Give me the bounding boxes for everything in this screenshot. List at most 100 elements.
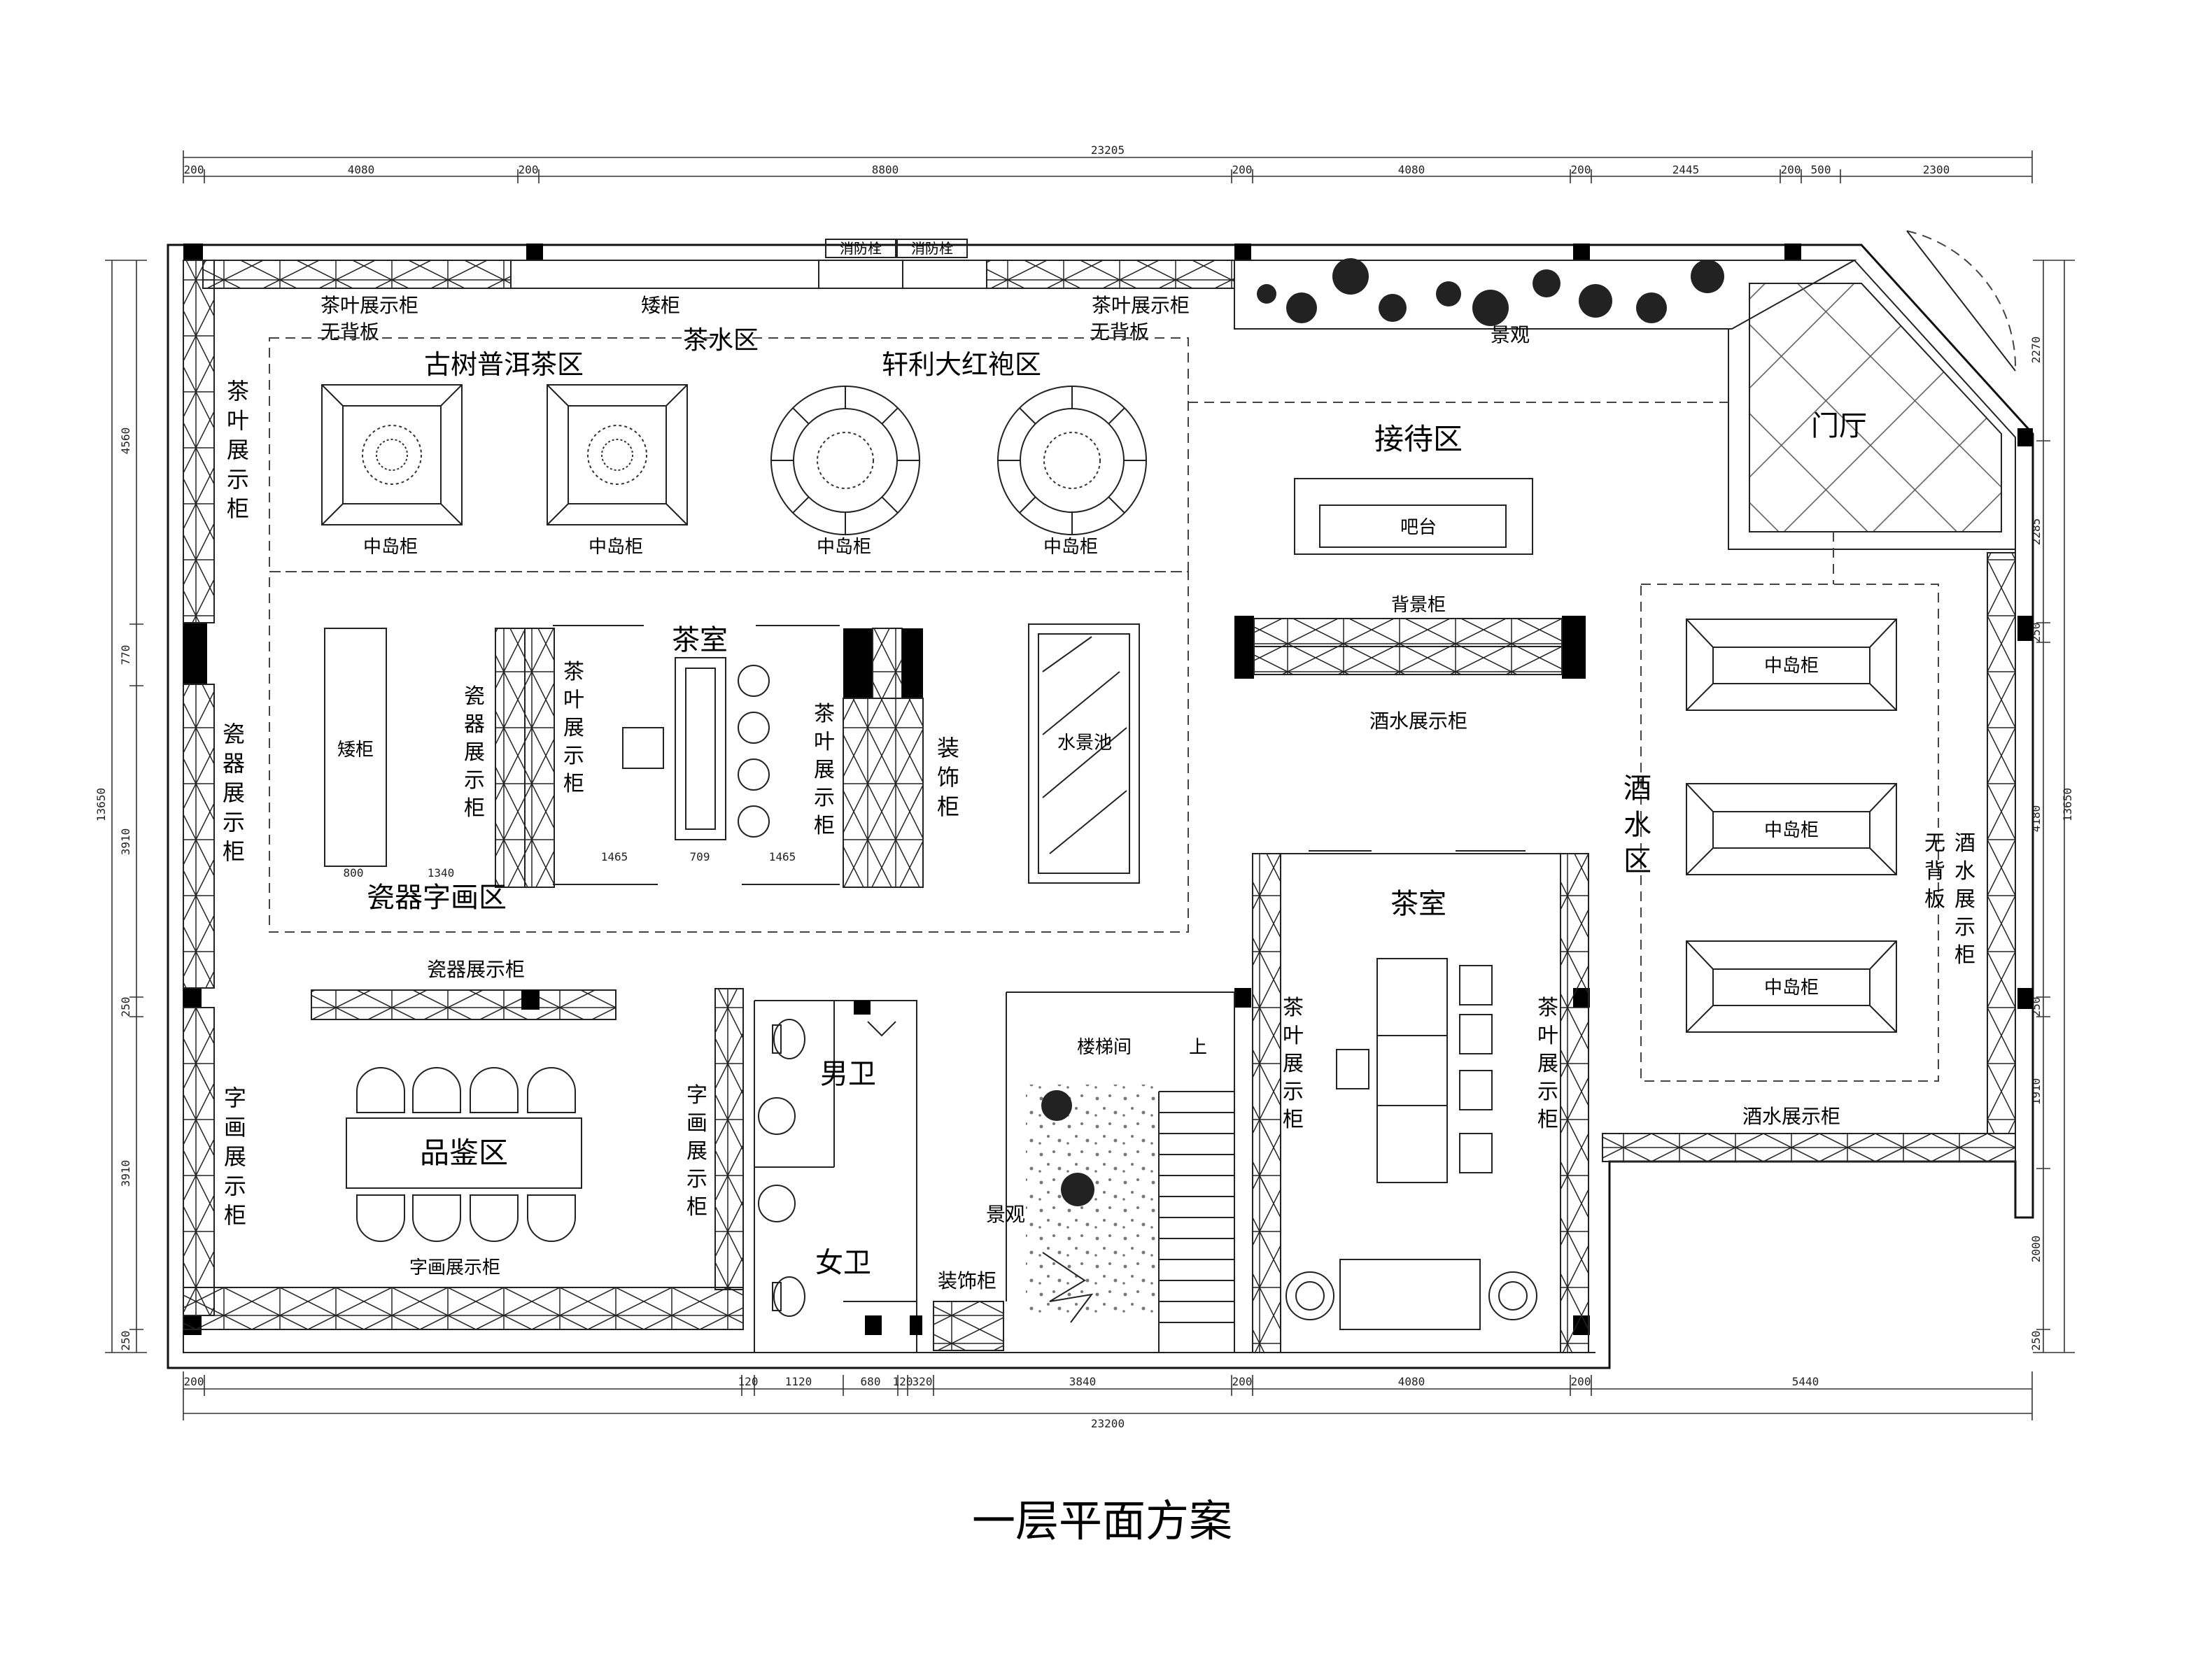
- island-cabinet-round-2: [997, 386, 1147, 535]
- wine-island-3: [1686, 940, 1897, 1033]
- dim-bottom-9: 200: [1571, 1375, 1591, 1388]
- dim-left-2: 3910: [119, 828, 132, 856]
- tea-room-2: [1252, 850, 1589, 1353]
- foyer-label: 门厅: [1811, 410, 1867, 442]
- dim-bottom-4: 120: [893, 1375, 913, 1388]
- stair-hall: [1006, 991, 1235, 1353]
- bar-counter: [1294, 478, 1533, 555]
- dim-top-7: 2445: [1672, 163, 1700, 176]
- wine-island-label-3: 中岛柜: [1764, 977, 1819, 998]
- reception-label: 接待区: [1374, 422, 1463, 456]
- wine-cabinet-bottom-label: 酒水展示柜: [1742, 1105, 1840, 1128]
- dim-bottom-0: 200: [184, 1375, 204, 1388]
- wine-island-1: [1686, 619, 1897, 711]
- porcelain-cabinet-bottom: [311, 989, 617, 1020]
- dim-right-5: 1910: [2029, 1078, 2043, 1106]
- calligraphy-cabinet-left: 字画展示柜: [224, 1085, 246, 1229]
- no-back-label-left: 无背板: [320, 320, 379, 344]
- dim-right-6: 2000: [2029, 1236, 2043, 1263]
- dim-bottom-10: 5440: [1792, 1375, 1819, 1388]
- plan-title: 一层平面方案: [972, 1495, 1232, 1546]
- tea-room-1: [553, 625, 840, 885]
- water-pool-label: 水景池: [1057, 733, 1112, 754]
- dim-right-3: 4180: [2029, 805, 2043, 833]
- tea-room-2-label: 茶室: [1390, 888, 1446, 920]
- tasting-table: [346, 1067, 582, 1242]
- hydrant-2: 消防栓: [911, 240, 953, 257]
- dim-bottom-6: 3840: [1069, 1375, 1097, 1388]
- landscape-top-label: 景观: [1491, 323, 1530, 346]
- low-cabinet-mid: [324, 628, 387, 867]
- stair-label: 楼梯间: [1077, 1037, 1132, 1058]
- dim-right-1: 2285: [2029, 518, 2043, 546]
- mens-wc-label: 男卫: [820, 1058, 876, 1090]
- porcelain-cabinet-mid-label: 瓷器展示柜: [464, 684, 485, 821]
- landscape-planter-top: [1234, 258, 1857, 330]
- dim-bottom-7: 200: [1232, 1375, 1253, 1388]
- tea-room-1-label: 茶室: [672, 624, 728, 656]
- low-cabinet-top: 矮柜: [641, 294, 680, 317]
- porcelain-cabinet-bottom-label: 瓷器展示柜: [427, 958, 525, 981]
- dim-right-total: 13650: [2061, 788, 2074, 821]
- wine-cabinet-right-label: 酒水展示柜: [1954, 831, 1975, 968]
- dim-bottom-5: 320: [913, 1375, 933, 1388]
- tea-cabinet-room2-right-label: 茶叶展示柜: [1537, 996, 1558, 1132]
- water-feature-pool: [1028, 623, 1140, 884]
- up-label: 上: [1189, 1037, 1207, 1058]
- dim-top-2: 200: [519, 163, 539, 176]
- wine-zone-boundary: [1640, 584, 1939, 1082]
- dim-top-8: 200: [1781, 163, 1801, 176]
- island-cabinet-round-1: [770, 386, 920, 535]
- tea-cabinet-tearoom-right: [843, 698, 924, 888]
- dimension-right: 2270 2285 250 4180 250 1910 2000 250 136…: [2029, 260, 2075, 1353]
- wine-cabinet-bottom: [1602, 1133, 2016, 1162]
- wine-display-cabinet-mid: [1253, 618, 1563, 675]
- dim-top-4: 200: [1232, 163, 1253, 176]
- tea-cabinet-top-right: 茶叶展示柜: [1092, 294, 1190, 317]
- restrooms: [754, 1000, 922, 1353]
- dim-1340: 1340: [428, 866, 455, 880]
- island-label-3: 中岛柜: [817, 537, 871, 558]
- tea-cabinet-black-1: [843, 628, 873, 698]
- left-wall-cabinets: [183, 260, 744, 1330]
- tea-water-zone-label: 茶水区: [683, 326, 759, 355]
- dim-bottom-8: 4080: [1398, 1375, 1425, 1388]
- dim-right-7: 250: [2029, 1331, 2043, 1351]
- tea-cabinet-black-3: [902, 628, 923, 698]
- tea-cabinet-black-2: [872, 628, 903, 699]
- dimension-left: 13650 4560 770 3910 250 3910 250: [94, 260, 147, 1353]
- dim-bottom-total: 23200: [1091, 1417, 1125, 1430]
- dahongpao-zone-label: 轩利大红袍区: [882, 349, 1041, 380]
- top-cabinets: [202, 239, 1235, 289]
- back-cabinet-label: 背景柜: [1391, 595, 1446, 616]
- dimension-bottom: 200 120 1120 680 120 320 3840 200 4080 2…: [183, 1371, 2033, 1430]
- deco-cabinet-1-label: 装饰柜: [937, 735, 959, 820]
- no-back-label-right: 无背板: [1090, 320, 1149, 344]
- dimension-top: 23205 200 4080 200 8800 200 4080 200 244…: [183, 143, 2033, 183]
- dim-1465-a: 1465: [601, 850, 628, 863]
- island-label-4: 中岛柜: [1043, 537, 1098, 558]
- calligraphy-cabinet-mid: [714, 988, 744, 1290]
- dim-left-4: 3910: [119, 1160, 132, 1187]
- dim-top-1: 4080: [348, 163, 375, 176]
- dim-1465-b: 1465: [769, 850, 796, 863]
- tea-cabinet-left-wall: 茶叶展示柜: [227, 378, 249, 522]
- low-cabinet-mid-label: 矮柜: [337, 740, 374, 761]
- dim-709: 709: [690, 850, 710, 863]
- landscape-stair-label: 景观: [986, 1203, 1025, 1226]
- calligraphy-cabinet-bottom-label: 字画展示柜: [409, 1257, 500, 1278]
- island-cabinet-square-1: [321, 384, 463, 525]
- dim-left-1: 770: [119, 645, 132, 665]
- tea-cabinet-top-left: 茶叶展示柜: [320, 294, 418, 317]
- island-label-1: 中岛柜: [363, 537, 418, 558]
- no-back-wine-label: 无背板: [1924, 831, 1945, 912]
- dim-left-3: 250: [119, 997, 132, 1017]
- dim-bottom-1: 120: [738, 1375, 759, 1388]
- bar-label: 吧台: [1400, 517, 1437, 538]
- deco-cabinet-2-label: 装饰柜: [938, 1269, 996, 1292]
- tea-cabinet-tearoom-left: [524, 628, 555, 888]
- tea-cabinet-tearoom-left-label: 茶叶展示柜: [563, 660, 584, 796]
- porcelain-zone-boundary: [269, 571, 1189, 933]
- wine-zone-label: 酒水区: [1623, 772, 1651, 877]
